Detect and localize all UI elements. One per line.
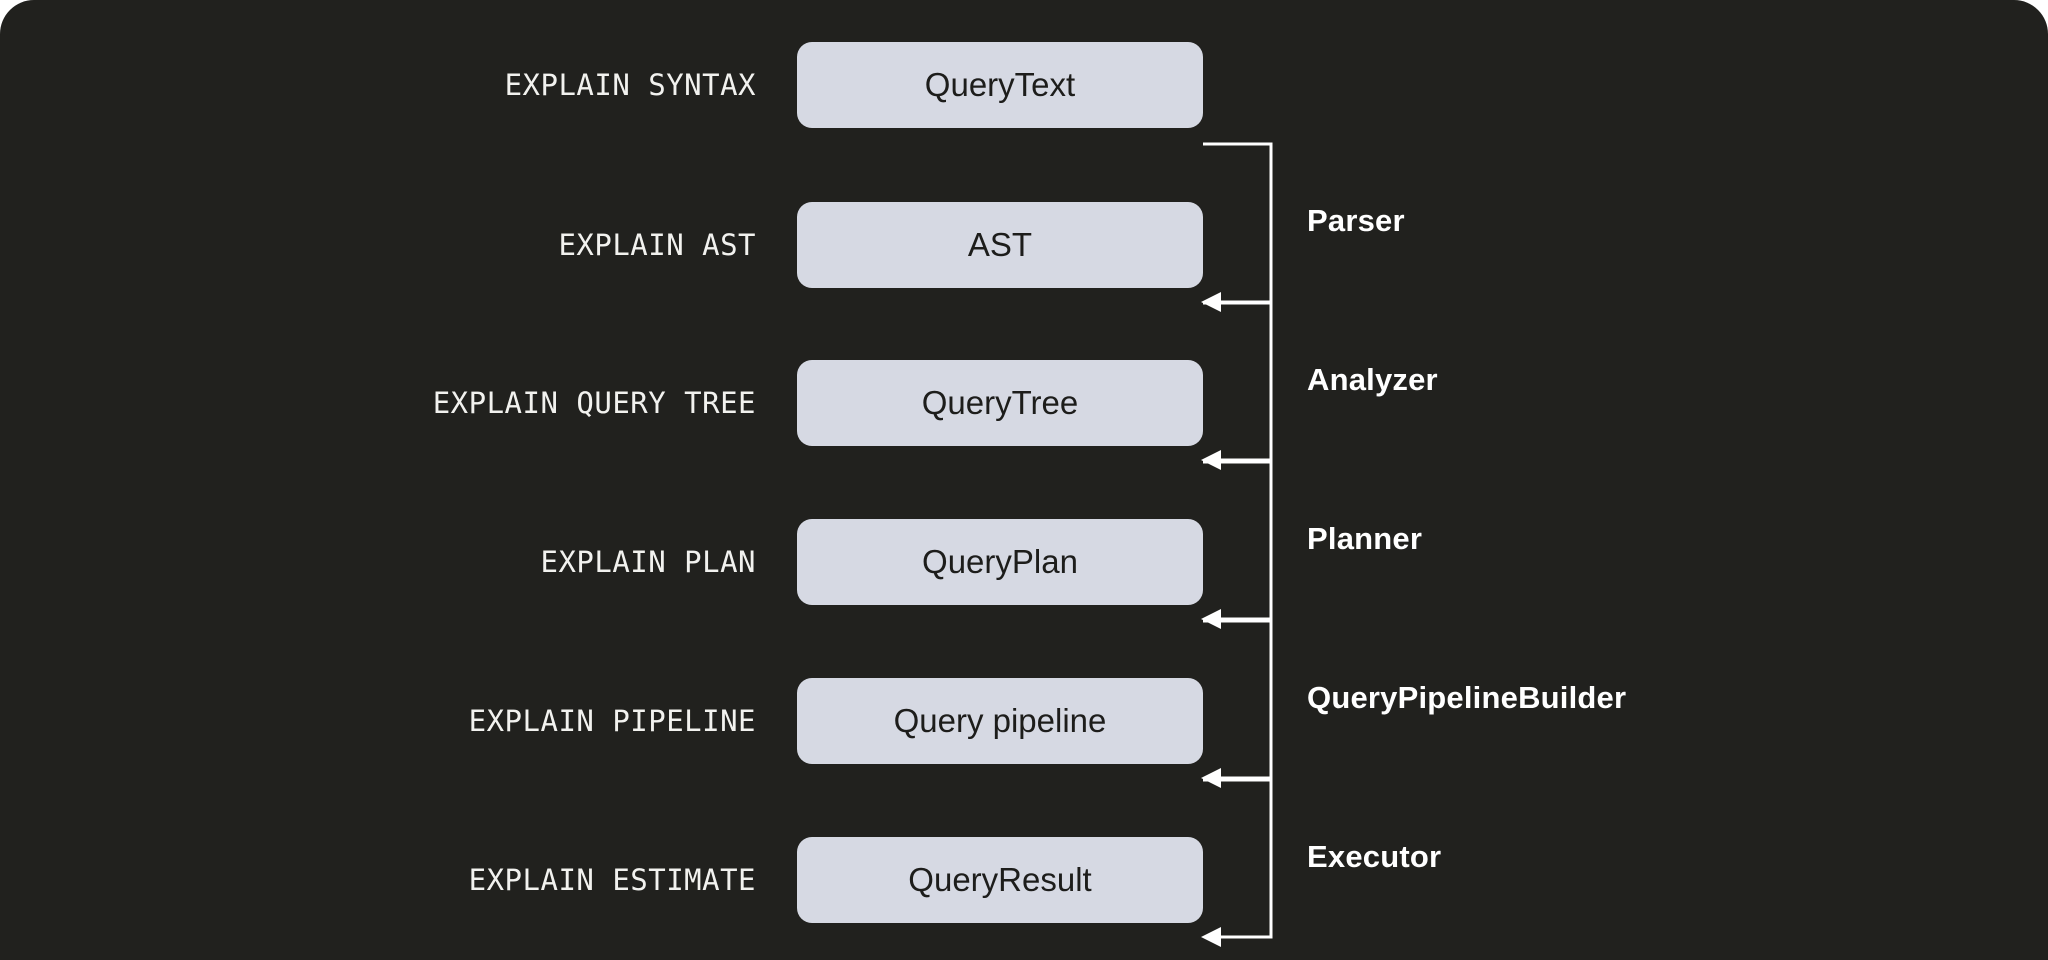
pipeline-node-box: QueryTree <box>797 360 1203 446</box>
explain-command-label: EXPLAIN AST <box>558 228 756 262</box>
pipeline-node-box: AST <box>797 202 1203 288</box>
pipeline-node-label: QueryPlan <box>922 543 1078 580</box>
explain-command-label: EXPLAIN PIPELINE <box>468 704 756 738</box>
pipeline-node-label: AST <box>967 226 1033 263</box>
stage-name-label: Analyzer <box>1307 361 1438 397</box>
explain-command-label: EXPLAIN QUERY TREE <box>432 386 756 420</box>
pipeline-node-label: Query pipeline <box>893 702 1107 739</box>
pipeline-node-box: Query pipeline <box>797 678 1203 764</box>
pipeline-node-box: QueryText <box>797 42 1203 128</box>
pipeline-node-label: QueryResult <box>908 861 1092 898</box>
pipeline-row: EXPLAIN PLAN QueryPlan <box>0 519 2048 605</box>
pipeline-node-label: QueryText <box>924 66 1076 103</box>
stage-name-label: QueryPipelineBuilder <box>1307 679 1627 715</box>
explain-command-label: EXPLAIN ESTIMATE <box>468 863 756 897</box>
pipeline-row: EXPLAIN PIPELINE Query pipeline <box>0 678 2048 764</box>
explain-command-label: EXPLAIN SYNTAX <box>504 68 756 102</box>
pipeline-row: EXPLAIN QUERY TREE QueryTree <box>0 360 2048 446</box>
pipeline-row: EXPLAIN ESTIMATE QueryResult <box>0 837 2048 923</box>
pipeline-row: EXPLAIN AST AST <box>0 202 2048 288</box>
stage-name-label: Planner <box>1307 520 1423 556</box>
stage-name-label: Executor <box>1307 838 1442 874</box>
pipeline-node-label: QueryTree <box>921 384 1079 421</box>
pipeline-row: EXPLAIN SYNTAX QueryText <box>0 42 2048 128</box>
explain-command-label: EXPLAIN PLAN <box>540 545 756 579</box>
pipeline-node-box: QueryResult <box>797 837 1203 923</box>
stage-name-label: Parser <box>1307 203 1405 238</box>
pipeline-node-box: QueryPlan <box>797 519 1203 605</box>
